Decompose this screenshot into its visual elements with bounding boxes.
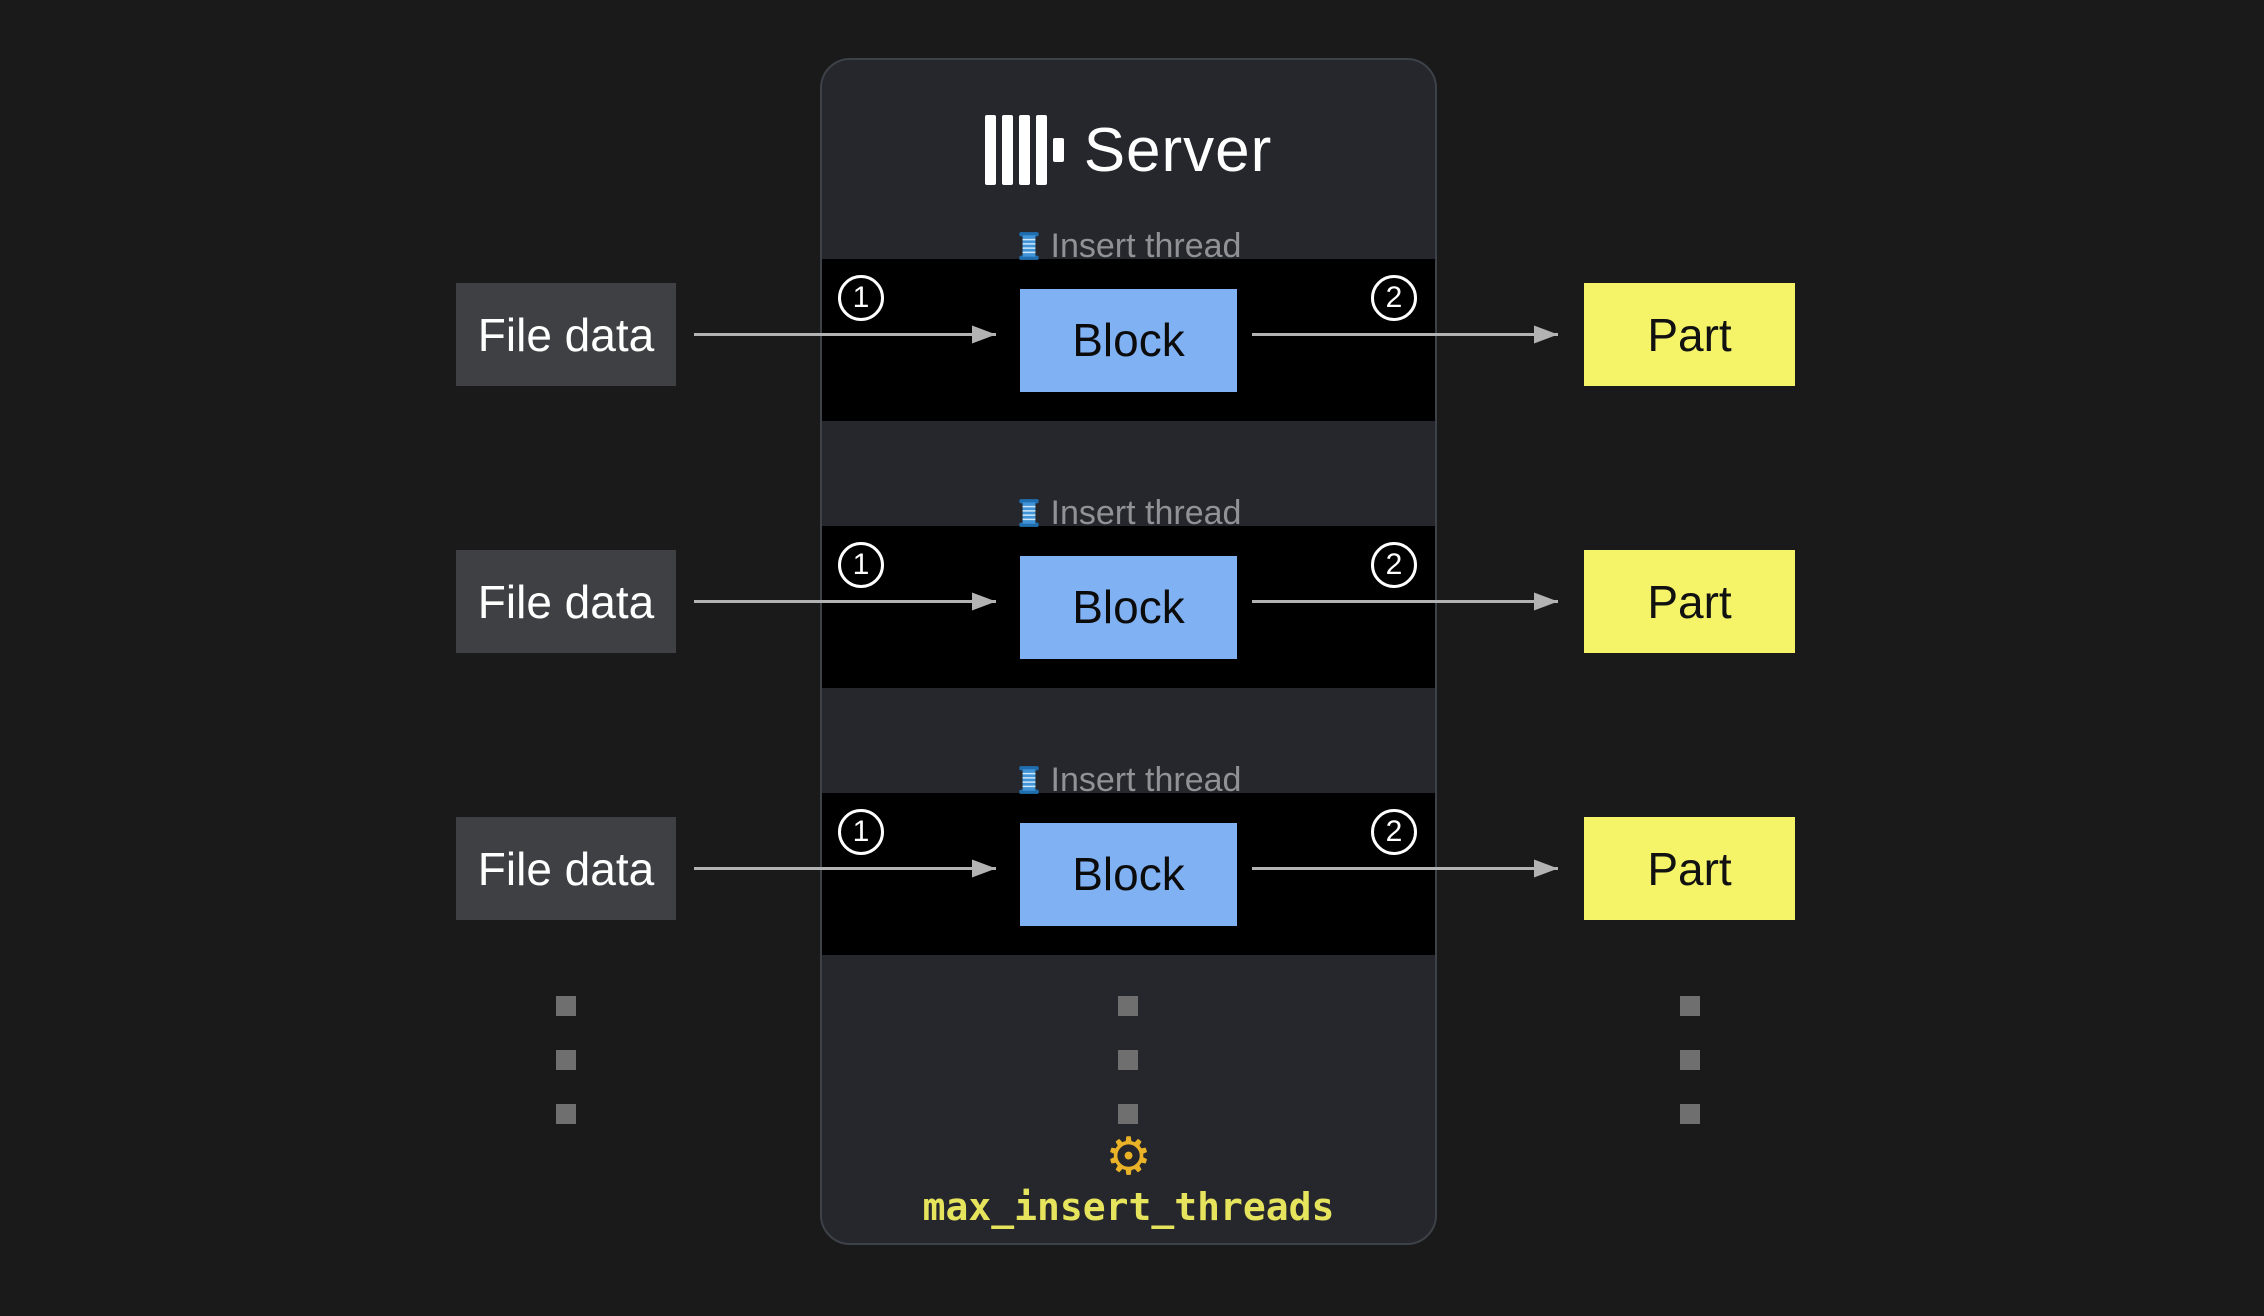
server-setting: ⚙ max_insert_threads bbox=[822, 1131, 1435, 1229]
step-2-badge: 2 bbox=[1371, 809, 1417, 855]
step-1-badge: 1 bbox=[838, 275, 884, 321]
max-insert-threads-label: max_insert_threads bbox=[922, 1185, 1335, 1229]
insert-thread-label: Insert thread bbox=[822, 493, 1435, 533]
thread-spool-icon bbox=[1018, 499, 1039, 527]
insert-thread-text: Insert thread bbox=[1050, 493, 1242, 532]
server-container: Server 1 Block 2 1 Block 2 1 Block 2 bbox=[820, 58, 1437, 1245]
thread-spool-icon bbox=[1018, 232, 1039, 260]
server-title: Server bbox=[1083, 115, 1273, 185]
insert-thread-label: Insert thread bbox=[822, 226, 1435, 266]
part-box: Part bbox=[1584, 817, 1795, 920]
vertical-ellipsis-icon bbox=[1118, 996, 1138, 1124]
block-box: Block bbox=[1020, 822, 1237, 926]
step-1-badge: 1 bbox=[838, 542, 884, 588]
step-2-badge: 2 bbox=[1371, 275, 1417, 321]
insert-thread-label: Insert thread bbox=[822, 760, 1435, 800]
thread-spool-icon bbox=[1018, 766, 1039, 794]
step-1-badge: 1 bbox=[838, 809, 884, 855]
part-box: Part bbox=[1584, 550, 1795, 653]
vertical-ellipsis-icon bbox=[1680, 996, 1700, 1124]
insert-thread-lane: 1 Block 2 bbox=[822, 526, 1435, 688]
file-data-box: File data bbox=[456, 550, 676, 653]
block-box: Block bbox=[1020, 555, 1237, 659]
gear-icon: ⚙ bbox=[1105, 1127, 1152, 1187]
clickhouse-logo-icon bbox=[984, 115, 1064, 185]
part-box: Part bbox=[1584, 283, 1795, 386]
block-box: Block bbox=[1020, 288, 1237, 392]
vertical-ellipsis-icon bbox=[556, 996, 576, 1124]
server-header: Server bbox=[822, 60, 1435, 240]
insert-thread-lane: 1 Block 2 bbox=[822, 259, 1435, 421]
insert-thread-text: Insert thread bbox=[1050, 760, 1242, 799]
step-2-badge: 2 bbox=[1371, 542, 1417, 588]
insert-thread-lane: 1 Block 2 bbox=[822, 793, 1435, 955]
file-data-box: File data bbox=[456, 283, 676, 386]
file-data-box: File data bbox=[456, 817, 676, 920]
insert-thread-text: Insert thread bbox=[1050, 226, 1242, 265]
